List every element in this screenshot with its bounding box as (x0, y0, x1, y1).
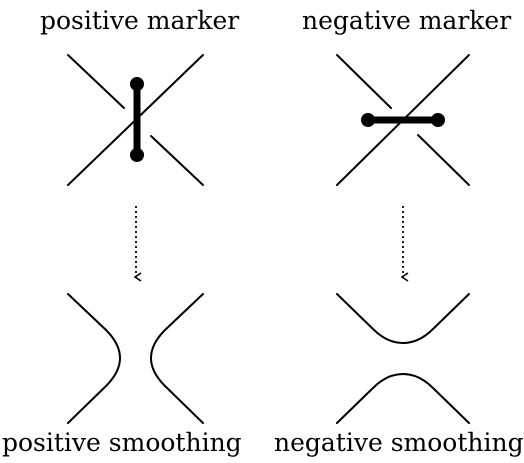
positive-smoothing-label: positive smoothing (2, 428, 242, 457)
bottom-arc (336, 372, 470, 424)
marker-dot-top (130, 77, 144, 91)
positive-smoothing (67, 293, 204, 424)
negative-marker-label: negative marker (302, 6, 512, 35)
under-strand-upper (336, 54, 392, 109)
top-arc (336, 293, 470, 345)
negative-smoothing (336, 293, 470, 424)
positive-marker-bar (130, 77, 144, 162)
under-strand-lower (150, 135, 204, 186)
negative-marker-bar (361, 113, 445, 127)
right-arc (149, 293, 204, 424)
under-strand-lower (417, 134, 470, 186)
negative-smoothing-label: negative smoothing (274, 428, 524, 457)
marker-dot-left (361, 113, 375, 127)
under-strand-upper (67, 54, 125, 109)
left-arc (67, 293, 122, 424)
marker-dot-bottom (130, 148, 144, 162)
positive-marker-label: positive marker (40, 6, 240, 35)
marker-dot-right (431, 113, 445, 127)
